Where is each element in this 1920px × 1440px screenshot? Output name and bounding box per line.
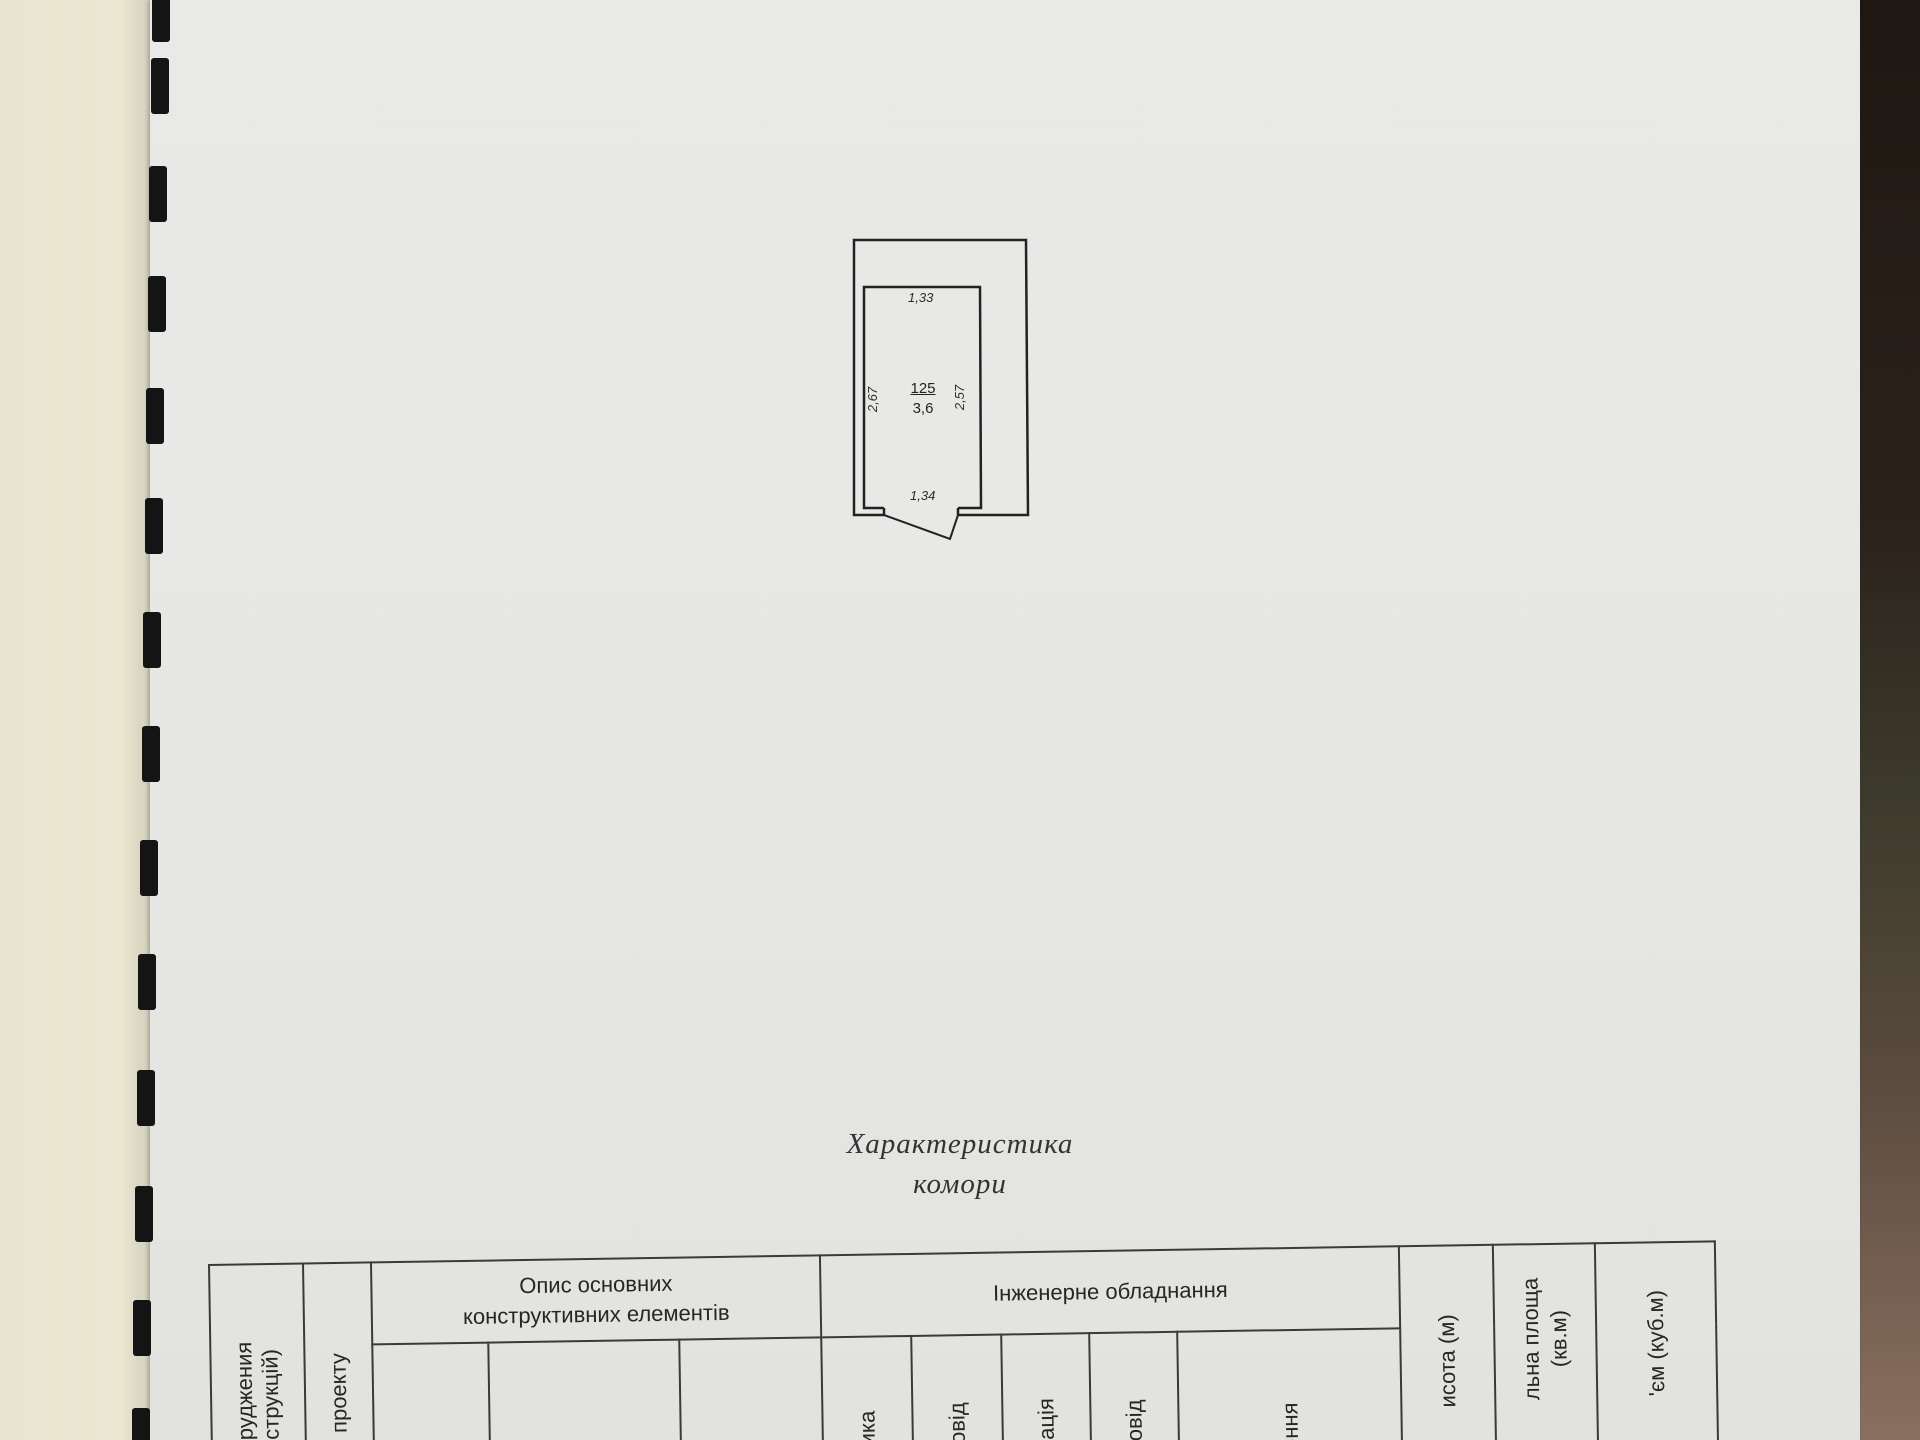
- elements-sub-2: [487, 1339, 682, 1440]
- header-height: исота (м): [1399, 1244, 1497, 1440]
- header-structure-line-2: нструкцій): [257, 1348, 284, 1440]
- dimension-bottom: 1,34: [910, 488, 936, 503]
- engineering-sub-5: ення: [1176, 1328, 1403, 1440]
- header-engineering-group: Інженерне обладнання: [820, 1246, 1401, 1338]
- engineering-sub-1: рика: [821, 1335, 914, 1440]
- header-area-line-1: льна площа: [1517, 1277, 1545, 1401]
- binding-hole: [142, 726, 160, 782]
- binding-holes: [118, 0, 178, 1440]
- engineering-sub-4-text: ровід: [1121, 1399, 1147, 1440]
- binding-hole: [149, 166, 167, 222]
- header-structure-line-1: оруджения: [231, 1341, 258, 1440]
- header-area-line-2: (кв.м): [1546, 1309, 1572, 1368]
- header-structure: оруджения нструкцій): [209, 1263, 307, 1440]
- engineering-sub-3: ізація: [1001, 1333, 1091, 1440]
- binding-hole: [146, 388, 164, 444]
- engineering-sub-2-text: ровід: [944, 1402, 971, 1440]
- header-engineering-text: Інженерне обладнання: [992, 1276, 1228, 1306]
- elements-sub-1: [372, 1342, 490, 1440]
- binding-hole: [148, 276, 166, 332]
- header-project: я проекту: [302, 1262, 374, 1440]
- dimension-top: 1,33: [908, 290, 934, 305]
- binding-hole: [143, 612, 161, 668]
- engineering-sub-4: ровід: [1089, 1331, 1179, 1440]
- document-page: [150, 0, 1860, 1440]
- header-project-text: я проекту: [325, 1352, 352, 1440]
- room-number: 125: [910, 380, 936, 397]
- binding-hole: [140, 840, 158, 896]
- header-volume-text: 'єм (куб.м): [1642, 1289, 1670, 1397]
- engineering-sub-5-text: ення: [1276, 1402, 1303, 1440]
- floor-plan: 1,33 1,34 2,67 2,57 125 3,6: [852, 238, 1032, 548]
- binding-hole: [138, 954, 156, 1010]
- dimension-left: 2,67: [865, 386, 881, 413]
- engineering-sub-2: ровід: [911, 1334, 1004, 1440]
- binding-hole: [132, 1408, 150, 1440]
- binding-hole: [133, 1300, 151, 1356]
- room-area: 3,6: [912, 400, 934, 417]
- binding-hole: [137, 1070, 155, 1126]
- header-height-text: исота (м): [1434, 1314, 1461, 1408]
- header-elements-line-2: конструктивних елементів: [462, 1299, 730, 1329]
- dimension-right: 2,57: [952, 384, 968, 411]
- binding-hole: [135, 1186, 153, 1242]
- characteristics-table: оруджения нструкцій) я проекту Опис осно…: [208, 1240, 1719, 1440]
- header-area: льна площа (кв.м): [1493, 1243, 1599, 1440]
- caption-line-2: комори: [913, 1168, 1007, 1200]
- header-elements-group: Опис основних конструктивних елементів: [370, 1255, 822, 1345]
- engineering-sub-1-text: рика: [854, 1410, 881, 1440]
- binding-hole: [152, 0, 170, 42]
- floor-plan-drawing: [852, 238, 1030, 541]
- binding-hole: [151, 58, 169, 114]
- engineering-sub-3-text: ізація: [1033, 1398, 1060, 1440]
- header-volume: 'єм (куб.м): [1594, 1241, 1719, 1440]
- elements-sub-3: [679, 1337, 824, 1440]
- binding-hole: [145, 498, 163, 554]
- caption-line-1: Характеристика: [846, 1128, 1074, 1160]
